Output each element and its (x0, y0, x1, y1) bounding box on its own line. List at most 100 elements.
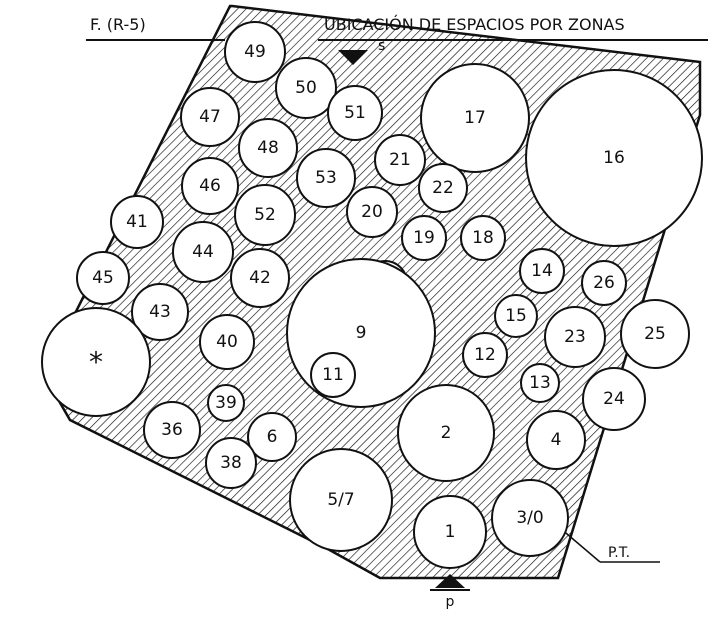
space-label: 18 (472, 228, 494, 248)
space-label: 16 (603, 148, 625, 168)
space-label: 22 (432, 178, 454, 198)
space-circle (526, 410, 586, 470)
space-14: 14 (519, 248, 565, 294)
space-circle (520, 363, 560, 403)
space-label: 43 (149, 302, 171, 322)
space-2: 2 (397, 384, 495, 482)
space-circle (205, 437, 257, 489)
space-25: 25 (620, 299, 690, 369)
top-entry-marker (338, 50, 368, 65)
space-label: 6 (267, 427, 278, 447)
top-entry-label: s (378, 38, 385, 54)
space-label: 5/7 (327, 490, 354, 510)
space-circle (76, 251, 130, 305)
space-label: 53 (315, 168, 337, 188)
space-asterisk: * (41, 307, 151, 417)
space-circle (581, 260, 627, 306)
space-label: 38 (220, 453, 242, 473)
space-label: 14 (531, 261, 553, 281)
space-circle (247, 412, 297, 462)
pt-leader-line (559, 527, 601, 563)
space-47: 47 (180, 87, 240, 147)
space-label: 1 (445, 522, 456, 542)
space-label: 51 (344, 103, 366, 123)
space-circle (181, 157, 239, 215)
space-circle (180, 87, 240, 147)
space-circle (582, 367, 646, 431)
space-36: 36 (143, 401, 201, 459)
space-label: 13 (529, 373, 551, 393)
space-label: 9 (356, 323, 367, 343)
space-40: 40 (199, 314, 255, 370)
space-label: 17 (464, 108, 486, 128)
space-17: 17 (420, 63, 530, 173)
space-label: 50 (295, 78, 317, 98)
space-circle (525, 69, 703, 247)
space-label: 40 (216, 332, 238, 352)
space-circle (172, 221, 234, 283)
space-circles: 4950475117164821465322415220191844454210… (41, 21, 703, 569)
space-label: 41 (126, 212, 148, 232)
space-circle (462, 332, 508, 378)
space-44: 44 (172, 221, 234, 283)
space-46: 46 (181, 157, 239, 215)
space-52: 52 (234, 184, 296, 246)
pt-label: P.T. (608, 545, 630, 561)
space-39: 39 (207, 384, 245, 422)
space-label: 23 (564, 327, 586, 347)
space-circle (234, 184, 296, 246)
space-24: 24 (582, 367, 646, 431)
bottom-entry-label: p (446, 594, 455, 610)
space-circle (41, 307, 151, 417)
space-label: 20 (361, 202, 383, 222)
space-circle (230, 248, 290, 308)
space-38: 38 (205, 437, 257, 489)
space-circle (275, 57, 337, 119)
space-circle (519, 248, 565, 294)
header-left-label: F. (R-5) (90, 15, 146, 34)
space-circle (131, 283, 189, 341)
space-15: 15 (494, 294, 538, 338)
space-label: 25 (644, 324, 666, 344)
space-4: 4 (526, 410, 586, 470)
space-43: 43 (131, 283, 189, 341)
space-circle (296, 148, 356, 208)
space-label: 11 (322, 365, 344, 385)
space-23: 23 (544, 306, 606, 368)
space-label: 12 (474, 345, 496, 365)
space-label: 3/0 (516, 508, 543, 528)
space-label: * (89, 346, 103, 379)
space-49: 49 (224, 21, 286, 83)
space-circle (238, 118, 298, 178)
space-11: 11 (310, 352, 356, 398)
space-9: 9 (286, 258, 436, 408)
space-label: 46 (199, 176, 221, 196)
space-18: 18 (460, 215, 506, 261)
space-label: 45 (92, 268, 114, 288)
space-label: 4 (551, 430, 562, 450)
space-53: 53 (296, 148, 356, 208)
space-circle (620, 299, 690, 369)
space-22: 22 (418, 163, 468, 213)
space-label: 15 (505, 306, 527, 326)
space-circle (110, 195, 164, 249)
space-label: 42 (249, 268, 271, 288)
space-circle (491, 479, 569, 557)
space-16: 16 (525, 69, 703, 247)
bottom-entry-marker (435, 574, 465, 588)
space-12: 12 (462, 332, 508, 378)
space-42: 42 (230, 248, 290, 308)
space-label: 24 (603, 389, 625, 409)
space-label: 39 (215, 393, 237, 413)
space-label: 26 (593, 273, 615, 293)
space-label: 47 (199, 107, 221, 127)
space-circle (397, 384, 495, 482)
space-circle (207, 384, 245, 422)
space-label: 36 (161, 420, 183, 440)
space-6: 6 (247, 412, 297, 462)
space-13: 13 (520, 363, 560, 403)
space-50: 50 (275, 57, 337, 119)
space-label: 21 (389, 150, 411, 170)
space-5-7: 5/7 (289, 448, 393, 552)
